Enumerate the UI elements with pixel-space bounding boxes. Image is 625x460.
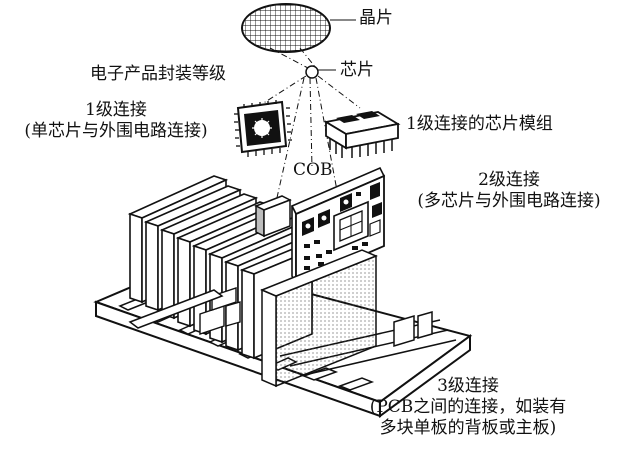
level1-desc: (单芯片与外围电路连接): [24, 121, 208, 141]
ribbon-strip: [128, 289, 224, 329]
packaging-levels-label: 电子产品封装等级: [90, 64, 226, 84]
level2-desc: (多芯片与外围电路连接): [417, 191, 601, 211]
level2-title: 2级连接: [478, 170, 540, 190]
chip-to-module-lines: [261, 75, 361, 203]
chip-icon: [305, 65, 319, 79]
wafer-icon: [241, 3, 331, 53]
level1-title: 1级连接: [85, 100, 147, 120]
level3-title: 3级连接: [437, 376, 499, 396]
wafer-label: 晶片: [359, 8, 393, 28]
chip-label: 芯片: [340, 60, 374, 80]
board-riser: [260, 249, 378, 388]
wafer-to-chip-lines: [269, 47, 317, 69]
side-component: [254, 195, 292, 238]
single-chip-package-icon: [234, 100, 292, 157]
chip-module-label: 1级连接的芯片模组: [406, 114, 553, 134]
chip-module-icon: [323, 111, 401, 158]
cob-board: [290, 166, 386, 286]
cob-label: COB: [293, 160, 333, 180]
level3-desc-line2: 多块单板的背板或主板): [379, 418, 557, 438]
lower-components: [199, 287, 241, 335]
level3-desc-line1: (PCB之间的连接，如装有: [369, 397, 567, 417]
